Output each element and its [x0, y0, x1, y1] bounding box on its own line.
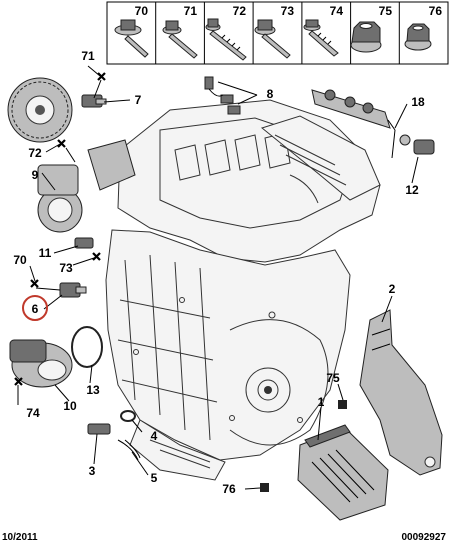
callout-76: 76	[222, 482, 236, 496]
callout-73: 73	[59, 261, 73, 275]
callout-72: 72	[28, 146, 42, 160]
part-13-gasket	[71, 326, 103, 368]
callout-2: 2	[389, 282, 396, 296]
part-6-sensor	[59, 282, 87, 298]
part-9-throttle-body	[37, 139, 136, 233]
engine-block-illustration	[105, 99, 381, 481]
callout-4: 4	[151, 429, 158, 443]
leader-lines	[17, 65, 419, 490]
fastener-label-71: 71	[184, 4, 198, 18]
part-11-sensor	[74, 237, 94, 249]
callout-12: 12	[405, 183, 419, 197]
part-2-bracket	[359, 309, 443, 476]
callout-13: 13	[86, 383, 100, 397]
fastener-label-70: 70	[135, 4, 149, 18]
part-18-fuel-rail	[311, 89, 396, 159]
callout-70: 70	[13, 253, 27, 267]
fastener-label-73: 73	[281, 4, 295, 18]
highlight-circle-6	[22, 295, 48, 321]
part-4-washer	[120, 410, 136, 422]
callout-3: 3	[89, 464, 96, 478]
fastener-label-72: 72	[233, 4, 247, 18]
bolt-shouldered-icon	[162, 20, 198, 59]
callout-11: 11	[39, 246, 52, 260]
part-10-egr-valve	[9, 339, 73, 388]
part-75-nut-marker	[338, 400, 347, 409]
part-1-ecu	[297, 424, 389, 521]
callout-74: 74	[26, 406, 40, 420]
callout-1: 1	[318, 395, 325, 409]
callout-71: 71	[81, 49, 95, 63]
part-12-pressure-sensor	[399, 134, 435, 155]
fastener-label-75: 75	[379, 4, 393, 18]
callout-10: 10	[63, 399, 77, 413]
callout-8: 8	[267, 87, 274, 101]
callout-5: 5	[151, 471, 158, 485]
cross-markers	[14, 72, 106, 386]
part-8-connectors	[204, 76, 241, 115]
footer-reference: 00092927	[402, 532, 447, 543]
callout-9: 9	[32, 168, 39, 182]
cam-sprocket-illustration	[7, 77, 73, 143]
callout-labels: 71 7 8 18 12 72 9 11 70 73 6 13 10 74 4 …	[13, 49, 425, 496]
callout-18: 18	[411, 95, 425, 109]
callout-75: 75	[326, 371, 340, 385]
part-3-sensor	[87, 423, 111, 435]
screw-self-tapping-icon	[303, 19, 339, 57]
callout-7: 7	[135, 93, 142, 107]
footer-date: 10/2011	[2, 532, 38, 543]
nut-flange-icon	[350, 21, 382, 53]
part-76-nut-marker	[260, 483, 269, 492]
callout-6: 6	[32, 302, 39, 316]
bolt-hex-flange-icon	[254, 19, 291, 59]
fastener-table: 70 71 72 73 74 75 76	[106, 1, 449, 65]
part-5-clip	[117, 439, 141, 461]
bolt-long-thread-icon	[205, 18, 247, 61]
fastener-label-74: 74	[330, 4, 344, 18]
bolt-flange-washer-icon	[114, 19, 149, 58]
nut-flange-small-icon	[404, 23, 432, 51]
fastener-label-76: 76	[429, 4, 443, 18]
